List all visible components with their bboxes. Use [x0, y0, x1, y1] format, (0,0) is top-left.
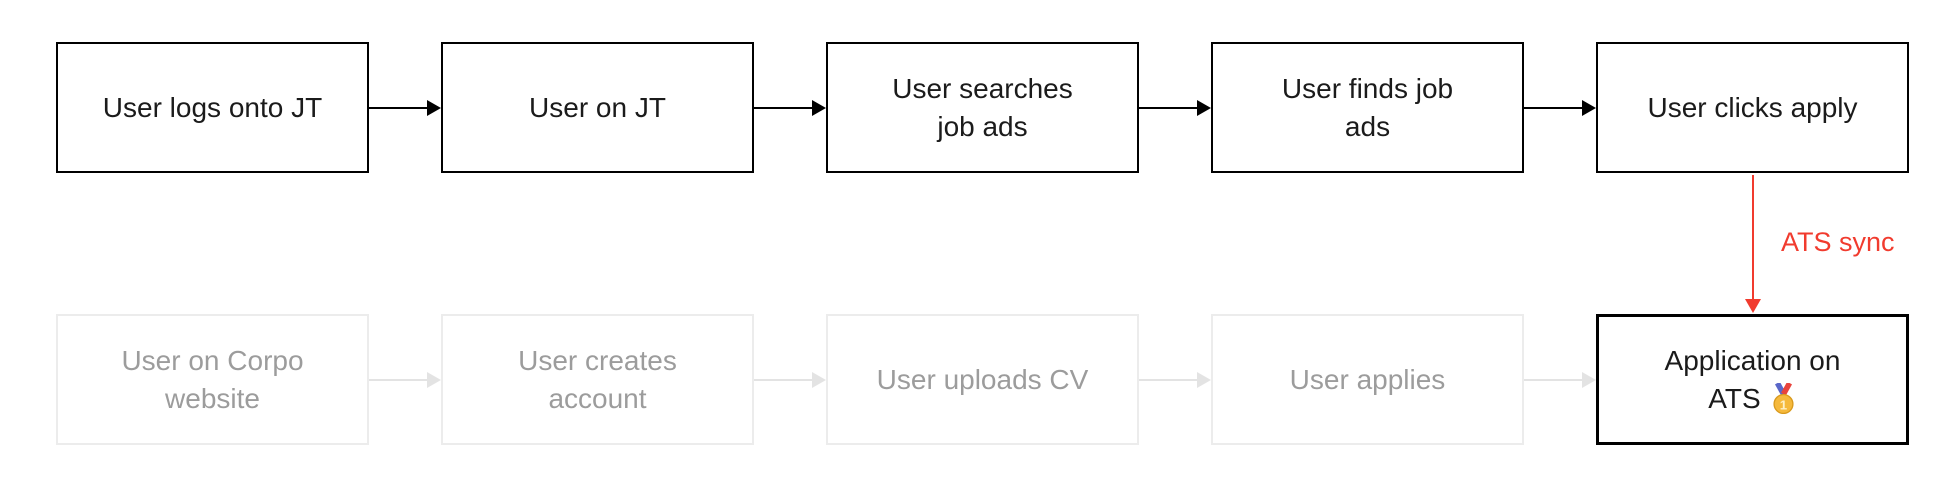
- arrow-line: [369, 107, 427, 109]
- arrow-head-icon: [1745, 299, 1761, 313]
- flow-step-user-clicks-apply: User clicks apply: [1596, 42, 1909, 173]
- flow-step-user-finds-job-ads: User finds job ads: [1211, 42, 1524, 173]
- flow-step-label-with-icon: Application on ATS 1: [1664, 342, 1841, 418]
- arrow-line: [1524, 107, 1582, 109]
- flow-step-user-uploads-cv: User uploads CV: [826, 314, 1139, 445]
- arrow-head-icon: [1582, 100, 1596, 116]
- arrow-head-icon: [812, 100, 826, 116]
- flow-step-user-on-corpo-website: User on Corpo website: [56, 314, 369, 445]
- flow-arrow-bottom-4: [1524, 368, 1596, 392]
- arrow-line: [754, 379, 812, 381]
- first-place-medal-icon: 1: [1773, 381, 1794, 414]
- flow-arrow-bottom-2: [754, 368, 826, 392]
- flow-step-label: User finds job ads: [1281, 72, 1454, 142]
- arrow-line: [1139, 379, 1197, 381]
- flow-step-user-on-jt: User on JT: [441, 42, 754, 173]
- svg-text:1: 1: [1779, 397, 1787, 412]
- arrow-head-icon: [1582, 372, 1596, 388]
- flow-step-label: User applies: [1289, 363, 1446, 395]
- arrow-head-icon: [812, 372, 826, 388]
- flow-step-label: User searches job ads: [892, 72, 1073, 142]
- flow-step-user-logs-onto-jt: User logs onto JT: [56, 42, 369, 173]
- flow-step-label: User uploads CV: [876, 363, 1089, 395]
- flow-step-user-searches-job-ads: User searches job ads: [826, 42, 1139, 173]
- arrow-line: [369, 379, 427, 381]
- flow-arrow-top-4: [1524, 96, 1596, 120]
- flow-arrow-top-1: [369, 96, 441, 120]
- ats-sync-arrow: [1740, 175, 1766, 314]
- flow-step-user-applies: User applies: [1211, 314, 1524, 445]
- flow-arrow-bottom-3: [1139, 368, 1211, 392]
- flow-step-label: User on JT: [529, 91, 666, 123]
- flow-step-label: User logs onto JT: [102, 91, 323, 123]
- arrow-line: [1524, 379, 1582, 381]
- arrow-line: [1139, 107, 1197, 109]
- arrow-line: [754, 107, 812, 109]
- arrow-head-icon: [1197, 100, 1211, 116]
- flow-arrow-top-3: [1139, 96, 1211, 120]
- flow-step-label: Application on ATS: [1664, 344, 1841, 414]
- flow-arrow-top-2: [754, 96, 826, 120]
- flow-step-application-on-ats: Application on ATS 1: [1596, 314, 1909, 445]
- arrow-head-icon: [427, 372, 441, 388]
- flow-step-label: User clicks apply: [1647, 91, 1858, 123]
- flow-step-label: User on Corpo website: [121, 344, 304, 414]
- arrow-line: [1752, 175, 1754, 300]
- ats-sync-label: ATS sync: [1781, 227, 1895, 257]
- flow-step-label: User creates account: [518, 344, 677, 414]
- flow-arrow-bottom-1: [369, 368, 441, 392]
- arrow-head-icon: [1197, 372, 1211, 388]
- arrow-head-icon: [427, 100, 441, 116]
- flow-step-user-creates-account: User creates account: [441, 314, 754, 445]
